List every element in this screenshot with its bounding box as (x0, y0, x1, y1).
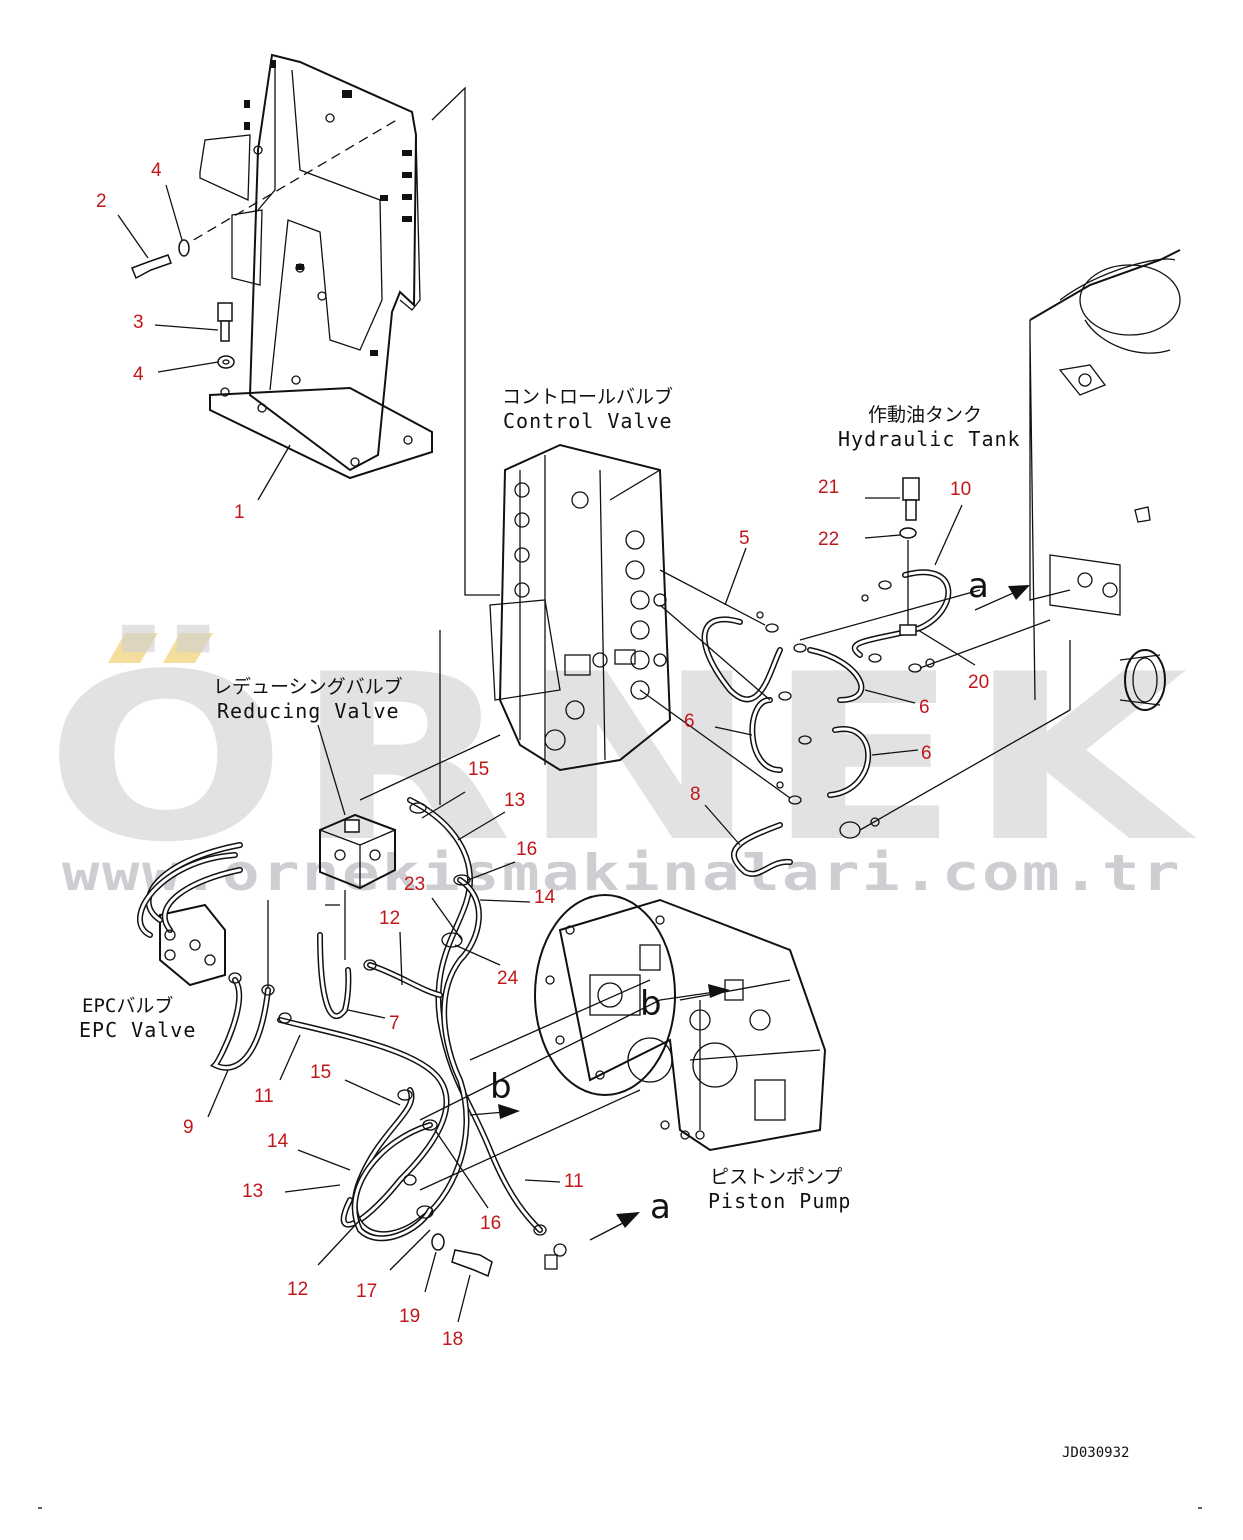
reference-letter-a-pump: a (650, 1187, 671, 1227)
watermark-umlaut-left (108, 633, 158, 663)
part-number-9: 9 (183, 1117, 194, 1138)
bracket-fasteners (131, 239, 235, 369)
control-valve (489, 443, 672, 772)
part-number-13-lower: 13 (242, 1181, 263, 1202)
hydraulic-tank-label-en: Hydraulic Tank (838, 427, 1021, 451)
tank-fasteners (899, 477, 920, 636)
control-valve-label-en: Control Valve (503, 409, 673, 433)
reducing-valve-label-en: Reducing Valve (217, 699, 400, 723)
control-valve-hoses (639, 569, 1071, 877)
part-number-10: 10 (950, 479, 971, 500)
part-number-5: 5 (739, 528, 750, 549)
part-number-2: 2 (96, 191, 107, 212)
part-number-4-bottom: 4 (133, 364, 144, 385)
epc-valve-label-jp: EPCバルブ (82, 994, 173, 1017)
part-number-20: 20 (968, 672, 989, 693)
part-number-24: 24 (497, 968, 519, 989)
piston-pump-label-en: Piston Pump (708, 1189, 851, 1213)
part-number-22: 22 (818, 529, 839, 550)
part-number-8: 8 (690, 784, 701, 805)
epc-valve-label-en: EPC Valve (79, 1018, 196, 1042)
part-number-4-top: 4 (151, 160, 162, 181)
reducing-valve (267, 813, 396, 1000)
pump-fasteners (431, 1233, 567, 1278)
piston-pump (534, 894, 827, 1152)
part-number-11-left: 11 (254, 1086, 274, 1107)
drawing-number: JD030932 (1062, 1445, 1129, 1461)
reference-letter-a-tank: a (968, 566, 989, 606)
part-number-15-upper: 15 (468, 759, 489, 780)
watermark: ÖRNEK www.ornekismakinalari.com.tr (45, 624, 1191, 902)
part-number-13-upper: 13 (504, 790, 525, 811)
part-number-6-right-upper: 6 (919, 697, 930, 718)
watermark-umlaut-right (163, 633, 213, 663)
bracket-assembly (179, 53, 500, 596)
part-number-3: 3 (133, 312, 144, 333)
part-number-6-left: 6 (684, 711, 695, 732)
part-number-23: 23 (404, 874, 425, 895)
hydraulic-tank-label-jp: 作動油タンク (868, 404, 982, 426)
control-valve-label-jp: コントロールバルブ (502, 385, 673, 408)
part-number-1: 1 (234, 502, 245, 523)
part-number-callouts: 1 2 3 4 4 5 6 6 6 7 8 9 10 11 11 12 12 1… (96, 160, 989, 1350)
part-number-19: 19 (399, 1306, 420, 1327)
part-number-6-right-lower: 6 (921, 743, 932, 764)
reference-letters: a a b b (490, 566, 989, 1227)
leader-lines (117, 184, 976, 1323)
epc-valve (137, 842, 243, 987)
reference-letter-b-hose: b (490, 1067, 512, 1107)
watermark-url: www.ornekismakinalari.com.tr (62, 844, 1182, 902)
part-number-11-right: 11 (564, 1171, 584, 1192)
part-number-14-lower: 14 (267, 1131, 289, 1152)
reference-letter-b-pump: b (640, 984, 662, 1024)
part-number-14-upper: 14 (534, 887, 556, 908)
reference-arrows (469, 585, 1030, 1241)
part-number-7: 7 (389, 1013, 400, 1034)
part-number-12-upper: 12 (379, 908, 400, 929)
part-number-18: 18 (442, 1329, 463, 1350)
component-labels: コントロールバルブ Control Valve 作動油タンク Hydraulic… (79, 385, 1021, 1213)
part-number-17: 17 (356, 1281, 377, 1302)
part-number-15-lower: 15 (310, 1062, 331, 1083)
piston-pump-label-jp: ピストンポンプ (710, 1166, 842, 1188)
part-number-16-lower: 16 (480, 1213, 501, 1234)
part-number-21: 21 (818, 477, 839, 498)
reducing-valve-label-jp: レデューシングバルブ (213, 675, 403, 698)
part-number-12-lower: 12 (287, 1279, 308, 1300)
pump-hoses (209, 630, 661, 1242)
hydraulic-tank (1029, 249, 1181, 711)
part-number-16-upper: 16 (516, 839, 537, 860)
